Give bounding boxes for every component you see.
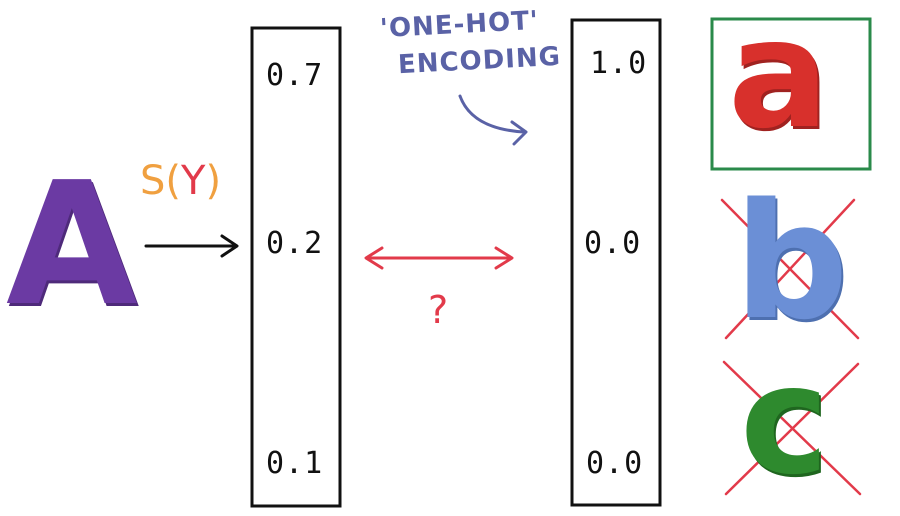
score-value-3: 0.1 <box>266 446 324 481</box>
one-hot-vector-box <box>570 18 662 507</box>
class-letter-b: b <box>734 168 849 355</box>
one-hot-value-3: 0.0 <box>586 446 644 481</box>
one-hot-value-2: 0.0 <box>584 226 642 261</box>
score-vector-box <box>250 26 342 508</box>
score-value-2: 0.2 <box>266 226 324 261</box>
function-argument: Y <box>181 158 206 204</box>
question-mark: ? <box>428 288 449 332</box>
function-close-paren: ) <box>205 158 222 204</box>
input-letter-a: A <box>6 146 138 344</box>
cross-c <box>722 360 862 496</box>
input-arrow <box>144 234 239 258</box>
function-name: S <box>140 158 166 204</box>
class-letter-a: a <box>728 0 830 162</box>
score-value-1: 0.7 <box>266 58 324 93</box>
function-label: S(Y) <box>140 158 221 204</box>
selected-class-box <box>710 17 872 171</box>
class-letter-c: c <box>740 334 829 508</box>
function-open-paren: ( <box>165 158 181 204</box>
cross-b <box>720 198 860 340</box>
annotation-arrow <box>458 94 528 146</box>
compare-arrow <box>364 246 514 270</box>
one-hot-value-1: 1.0 <box>590 46 648 81</box>
